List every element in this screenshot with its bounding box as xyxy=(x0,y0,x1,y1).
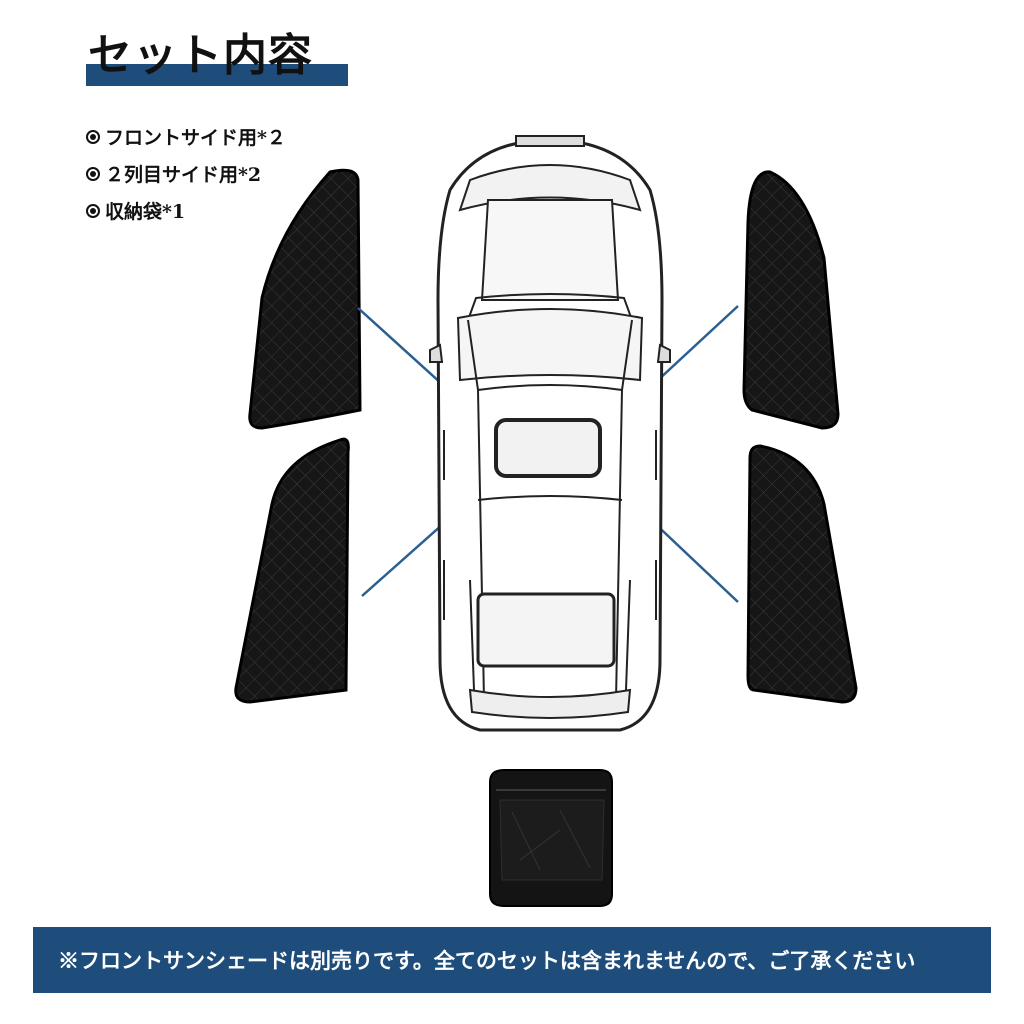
bullet-icon xyxy=(86,166,100,181)
page-title: セット内容 xyxy=(88,30,313,81)
storage-bag xyxy=(489,769,613,907)
rear-right-shade xyxy=(746,444,858,704)
notice-text: ※フロントサンシェードは別売りです。全てのセットは含まれませんので、ご了承くださ… xyxy=(58,948,916,973)
car-top-view xyxy=(429,135,671,732)
front-right-shade xyxy=(742,170,840,430)
list-item: ２列目サイド用*2 xyxy=(86,155,286,192)
bullet-icon xyxy=(86,203,100,218)
list-item: フロントサイド用*２ xyxy=(86,118,286,155)
title-block: セット内容 xyxy=(86,28,348,88)
front-left-shade xyxy=(248,168,362,430)
title-underline-bar xyxy=(86,64,348,86)
rear-left-shade xyxy=(234,437,350,704)
contents-list: フロントサイド用*２ ２列目サイド用*2 収納袋*1 xyxy=(86,118,286,229)
notice-banner: ※フロントサンシェードは別売りです。全てのセットは含まれませんので、ご了承くださ… xyxy=(33,927,991,993)
list-item-label: フロントサイド用*２ xyxy=(105,127,286,149)
list-item-label: 収納袋*1 xyxy=(105,201,186,223)
list-item: 収納袋*1 xyxy=(86,192,286,229)
list-item-label: ２列目サイド用*2 xyxy=(105,164,262,186)
bullet-icon xyxy=(86,129,100,144)
